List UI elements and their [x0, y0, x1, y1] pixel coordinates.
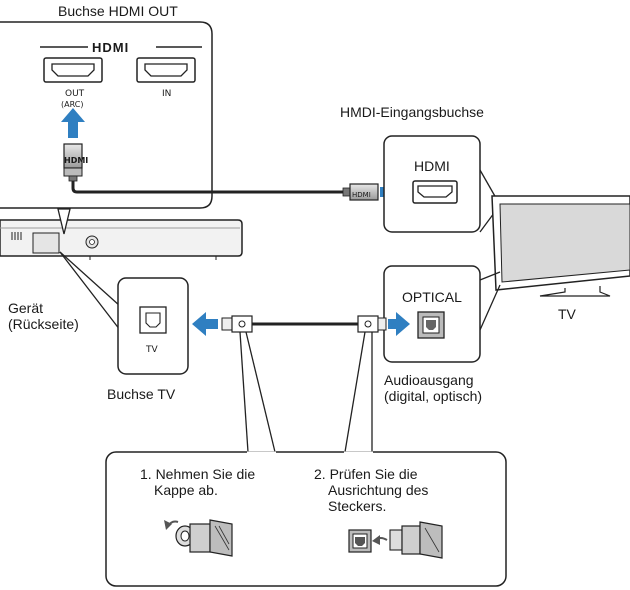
tv-hdmi-label: HDMI — [414, 158, 450, 174]
tv-jack-label: Buchse TV — [107, 386, 176, 402]
unit-optical-port-icon — [139, 306, 167, 334]
optical-port-icon — [417, 311, 445, 339]
audio-output-label-1: Audioausgang — [384, 372, 474, 388]
vent-slots-icon — [11, 232, 22, 240]
hdmi-cable — [71, 181, 350, 194]
hdmi-in-port-label: IN — [162, 89, 172, 99]
optical-plug-left-icon — [221, 315, 253, 333]
hdmi-plug-label: HDMI — [64, 156, 89, 165]
check-plug-illustration — [348, 521, 443, 559]
tv-label: TV — [558, 306, 576, 322]
unit-tv-jack-box — [117, 277, 189, 375]
tv-optical-box — [383, 265, 481, 363]
left-arrow-optical-icon — [192, 312, 218, 336]
tv-hdmi-port-icon — [412, 180, 458, 204]
remove-cap-illustration — [164, 519, 233, 557]
step2-line2: Ausrichtung des — [328, 482, 429, 498]
soundbar-device — [0, 219, 243, 260]
hdmi-out-port-icon — [43, 57, 103, 83]
hdmi-plug-right-icon — [342, 183, 379, 201]
hdmi-input-jack-label: HMDI-Eingangsbuchse — [340, 104, 484, 120]
hdmi-arc-label: (ARC) — [61, 100, 84, 109]
step1-line2: Kappe ab. — [154, 482, 218, 498]
tv-optical-label: OPTICAL — [402, 289, 462, 305]
hdmi-logo: HDMI — [92, 40, 130, 55]
audio-output-label-2: (digital, optisch) — [384, 388, 483, 404]
hdmi-plug-icon — [63, 143, 83, 182]
unit-rear-label-2: (Rückseite) — [8, 316, 79, 332]
right-arrow-optical-icon — [388, 312, 410, 336]
step1-line1: 1. Nehmen Sie die — [140, 466, 256, 482]
unit-tv-jack-small-label: TV — [146, 345, 158, 355]
step2-line3: Steckers. — [328, 498, 387, 514]
unit-rear-label-1: Gerät — [8, 300, 44, 316]
hdmi-in-port-icon — [136, 57, 196, 83]
hdmi-plug-right-label: HDMI — [352, 191, 371, 199]
up-arrow-icon — [61, 108, 85, 138]
step2-line1: 2. Prüfen Sie die — [314, 466, 418, 482]
tv-icon — [491, 195, 630, 297]
hdmi-panel — [0, 21, 213, 209]
hdmi-out-jack-label: Buchse HDMI OUT — [58, 3, 178, 19]
tv-hdmi-box — [383, 135, 481, 233]
hdmi-out-port-label: OUT — [65, 89, 85, 99]
optical-plug-right-icon — [357, 315, 387, 333]
